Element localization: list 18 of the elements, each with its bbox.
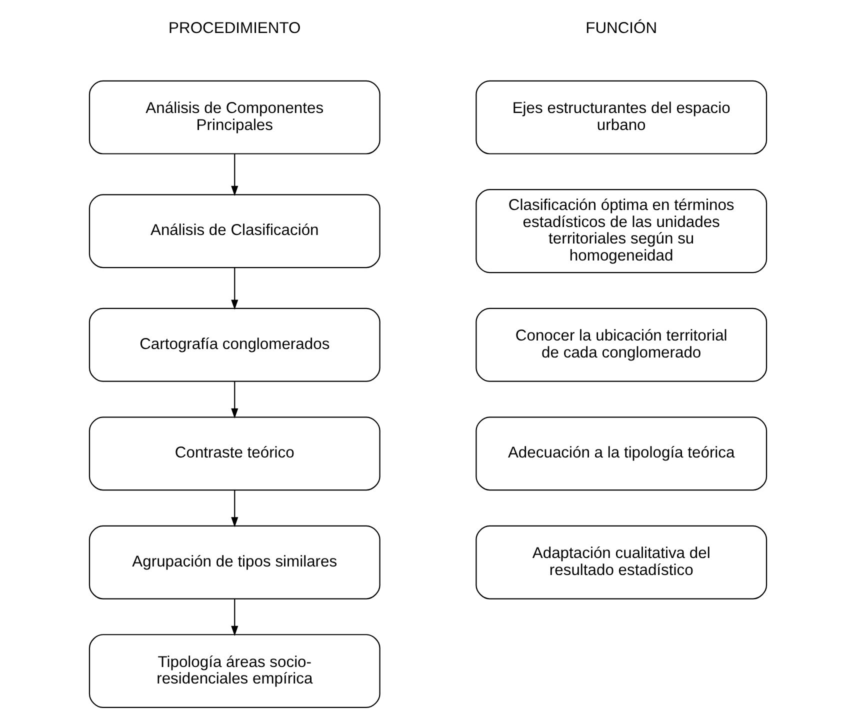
node-box: Análisis de Componentes Principales	[88, 80, 380, 154]
node-box: Clasificación óptima en términos estadísticos de las unidades territoriales según su homogeneidad	[476, 189, 768, 274]
node-box: Ejes estructurantes del espacio urbano	[476, 80, 768, 154]
label: FUNCIÓN	[586, 20, 658, 37]
node-box: Contraste teórico	[88, 416, 380, 491]
arrow	[231, 490, 238, 528]
node-box: Cartografía conglomerados	[88, 308, 380, 382]
node-box: Conocer la ubicación territorial de cada conglomerado	[476, 308, 768, 382]
node-box: Adecuación a la tipología teórica	[476, 416, 768, 491]
node-box: Tipología áreas socio-residenciales empírica	[88, 634, 380, 708]
node-box: Análisis de Clasificación	[88, 194, 380, 268]
arrow	[231, 598, 238, 636]
node-box: Adaptación cualitativa del resultado estadístico	[476, 525, 768, 600]
arrow	[231, 268, 238, 310]
node-box: Agrupación de tipos similares	[88, 525, 380, 600]
arrow	[231, 381, 238, 418]
label: PROCEDIMIENTO	[168, 20, 301, 37]
arrow	[231, 154, 238, 196]
